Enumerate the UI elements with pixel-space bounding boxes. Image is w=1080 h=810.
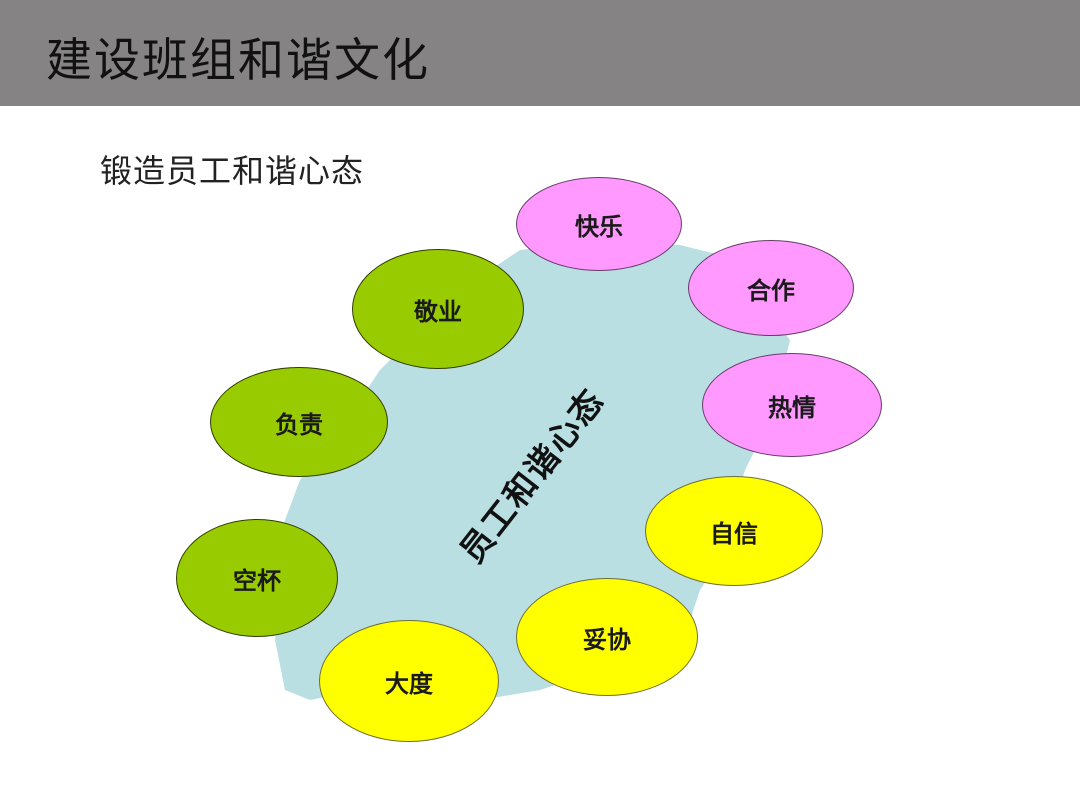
node-label: 空杯 [233, 566, 281, 595]
slide-title: 建设班组和谐文化 [46, 33, 430, 87]
node-label: 快乐 [575, 212, 623, 241]
node-reqing: 热情 [702, 353, 882, 457]
node-label: 负责 [275, 410, 323, 439]
node-hezuo: 合作 [688, 240, 854, 336]
node-zixin: 自信 [645, 476, 823, 586]
node-kuaile: 快乐 [516, 177, 682, 271]
node-label: 自信 [710, 519, 758, 548]
node-label: 热情 [768, 393, 816, 422]
node-label: 合作 [747, 276, 795, 305]
node-label: 大度 [385, 669, 433, 698]
node-label: 妥协 [583, 625, 631, 654]
node-kongbei: 空杯 [176, 519, 338, 637]
slide-header: 建设班组和谐文化 [0, 0, 1080, 106]
slide-subtitle: 锻造员工和谐心态 [100, 152, 365, 190]
node-dadu: 大度 [319, 620, 499, 742]
node-tuoxie: 妥协 [516, 578, 698, 696]
node-fuze: 负责 [210, 367, 388, 477]
node-label: 敬业 [414, 297, 462, 326]
node-jingye: 敬业 [352, 249, 524, 369]
